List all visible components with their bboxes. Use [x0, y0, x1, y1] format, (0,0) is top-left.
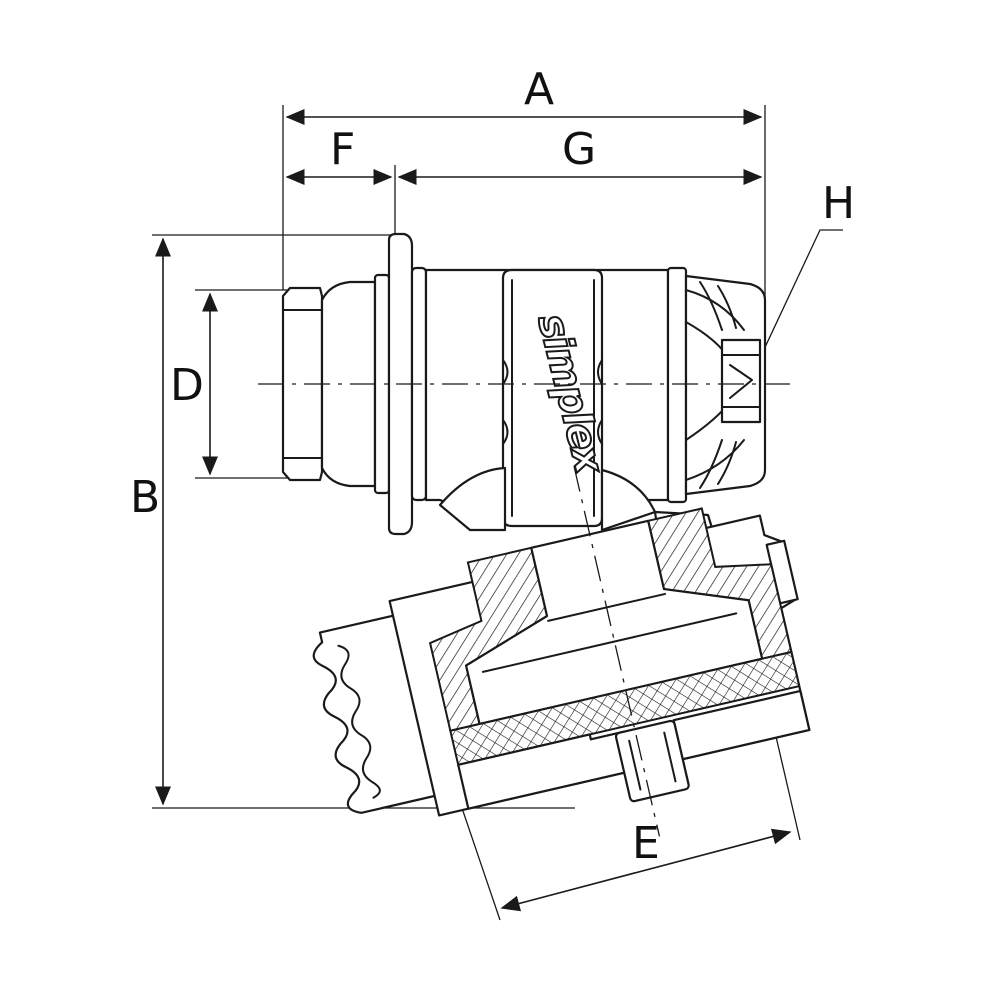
label-a: A: [524, 64, 554, 115]
valve-body: simplex: [281, 232, 767, 536]
label-e: E: [632, 818, 660, 869]
dimension-e-line: [500, 828, 792, 912]
neck-left: [438, 466, 507, 532]
label-g: G: [562, 124, 596, 175]
cap-collar: [666, 266, 688, 504]
dimension-lines: [155, 109, 843, 912]
label-f: F: [330, 124, 355, 175]
gasket: [449, 650, 801, 767]
drain-plug: [614, 719, 690, 803]
lower-axis: [573, 465, 661, 837]
label-d: D: [170, 360, 204, 411]
label-h: H: [822, 178, 855, 229]
leader-h-line: [751, 229, 843, 376]
label-b: B: [130, 472, 160, 523]
lower-body: [312, 465, 811, 837]
drain-screw: [720, 338, 762, 424]
hex-nut: [281, 286, 324, 482]
